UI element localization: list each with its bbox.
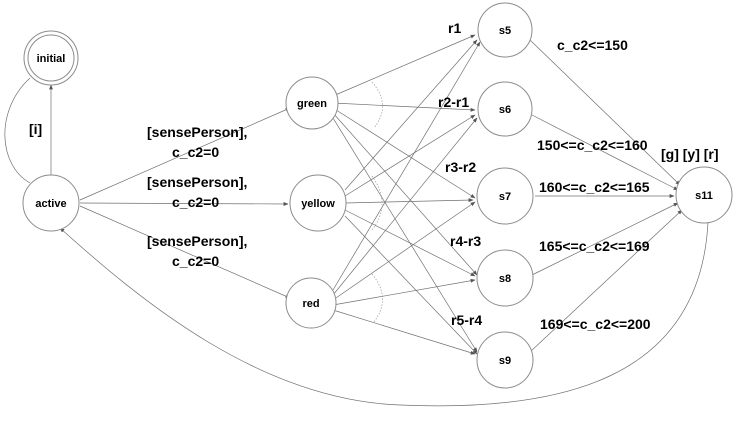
edges-from-red [332, 41, 481, 355]
state-s11-label: s11 [695, 190, 713, 202]
label-to-s7: r3-r2 [445, 159, 476, 175]
state-s7-label: s7 [499, 191, 511, 203]
label-active-red-1: [sensePerson], [147, 233, 247, 249]
label-to-s9: r5-r4 [451, 312, 482, 328]
state-red[interactable]: red [285, 277, 337, 329]
label-active-green-2: c_c2=0 [172, 144, 219, 160]
label-active-initial: [i] [29, 121, 42, 137]
label-active-green-1: [sensePerson], [147, 124, 247, 140]
state-green-label: green [297, 98, 327, 110]
label-s9-s11: 169<=c_c2<=200 [540, 316, 651, 332]
edge-active-yellow [79, 202, 289, 206]
label-s6-s11: 150<=c_c2<=160 [537, 137, 648, 153]
state-s8-label: s8 [499, 273, 511, 285]
state-initial-label: initial [37, 53, 66, 65]
edge-active-green [79, 107, 291, 201]
label-to-s8: r4-r3 [450, 233, 481, 249]
edge-s6-s11 [531, 114, 679, 191]
state-s6-label: s6 [499, 104, 511, 116]
label-to-s5: r1 [448, 20, 461, 36]
label-to-s6: r2-r1 [438, 94, 469, 110]
state-green[interactable]: green [285, 76, 339, 130]
label-active-yellow-2: c_c2=0 [172, 194, 219, 210]
state-s11[interactable]: s11 [675, 166, 733, 224]
label-active-red-2: c_c2=0 [172, 253, 219, 269]
state-yellow-label: yellow [301, 198, 335, 210]
edge-s9-s11 [529, 209, 683, 353]
state-s5[interactable]: s5 [477, 2, 533, 58]
state-active[interactable]: active [22, 174, 80, 232]
edge-s11-active [59, 221, 709, 407]
nodes: initial active green yellow red s5 s6 s [22, 2, 733, 389]
state-s9[interactable]: s9 [476, 331, 534, 389]
state-s5-label: s5 [499, 25, 511, 37]
edges-from-green [332, 34, 478, 353]
edges-from-yellow [344, 39, 478, 355]
edge-labels: [i] [sensePerson], c_c2=0 [sensePerson],… [29, 20, 719, 332]
label-active-yellow-1: [sensePerson], [147, 174, 247, 190]
state-red-label: red [302, 298, 319, 310]
state-active-label: active [35, 198, 66, 210]
edge-s5-s11 [529, 39, 681, 186]
state-yellow[interactable]: yellow [289, 174, 347, 232]
state-s7[interactable]: s7 [476, 167, 534, 225]
edge-s8-s11 [531, 202, 679, 276]
edge-active-red [79, 205, 291, 299]
edge-initial-active-loop [4, 77, 31, 184]
label-s11-outputs: [g] [y] [r] [661, 146, 719, 162]
state-s6[interactable]: s6 [477, 81, 533, 137]
edges [4, 34, 709, 407]
state-s8[interactable]: s8 [476, 249, 534, 307]
label-s8-s11: 165<=c_c2<=169 [539, 238, 650, 254]
arc-mark-green [371, 81, 383, 129]
state-s9-label: s9 [499, 355, 511, 367]
state-initial[interactable]: initial [23, 30, 79, 86]
label-s7-s11: 160<=c_c2<=165 [539, 179, 650, 195]
label-s5-s11: c_c2<=150 [557, 37, 628, 53]
